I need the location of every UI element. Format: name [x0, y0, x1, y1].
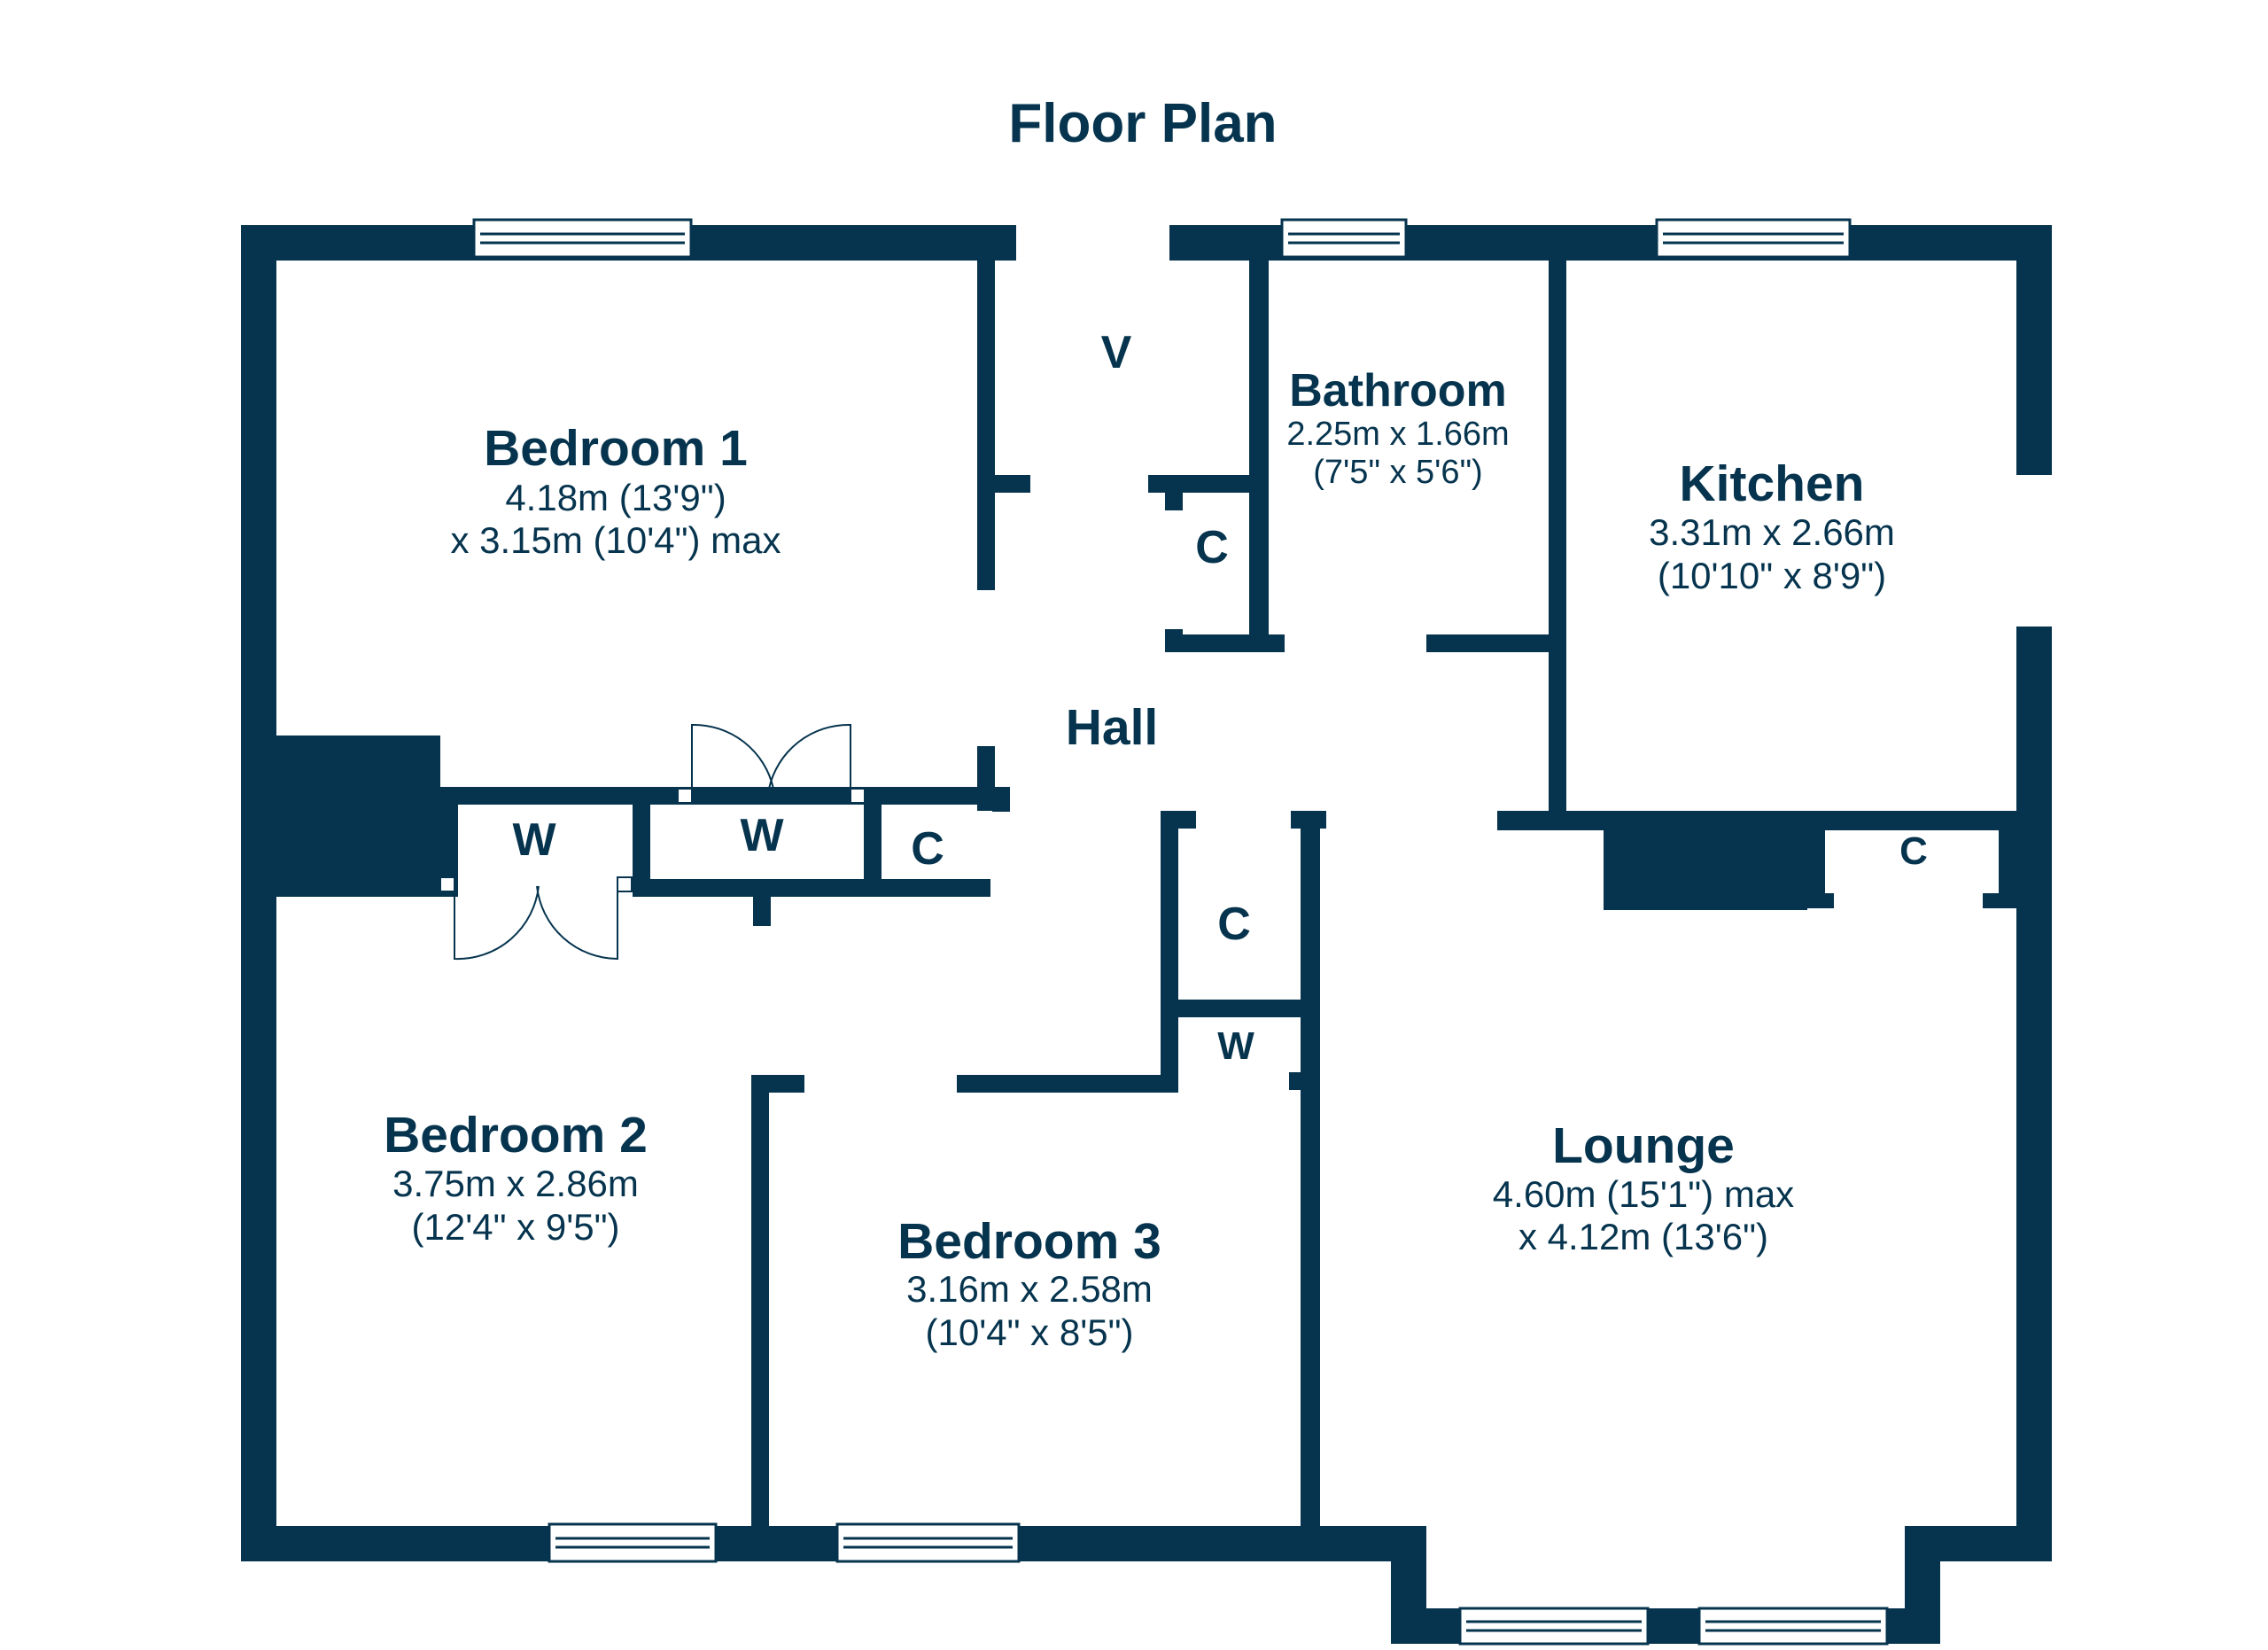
room-labels: Bedroom 1 4.18m (13'9") x 3.15m (10'4") … — [384, 365, 1895, 1353]
door-swings — [439, 723, 866, 961]
windows — [472, 218, 1889, 1646]
chimney-breast-left — [276, 735, 440, 897]
room-dim: 2.25m x 1.66m — [1286, 416, 1509, 453]
wall-cupboard-left-left — [864, 787, 882, 897]
room-name: Bedroom 3 — [897, 1213, 1161, 1270]
wall-wardrobe-divider — [633, 787, 650, 897]
wall-bed2-bed3 — [751, 1075, 769, 1527]
door-wardrobe-hall — [677, 723, 866, 804]
room-kitchen: Kitchen 3.31m x 2.66m (10'10" x 8'9") — [1649, 455, 1895, 596]
window-bed2 — [548, 1522, 718, 1563]
wardrobe-label: W — [512, 814, 556, 866]
room-hall: Hall — [1066, 699, 1159, 756]
wall-bed1-stub — [977, 475, 1030, 493]
room-dim: x 3.15m (10'4") max — [450, 519, 781, 561]
wall-kitchen-left — [1549, 261, 1566, 819]
window-kitchen — [1655, 218, 1852, 259]
wall-cupboard-left-top — [864, 787, 1010, 805]
wall-mid-cupboard-jamb — [1289, 1072, 1320, 1090]
room-name: Lounge — [1552, 1117, 1735, 1174]
window-lounge-left — [1458, 1607, 1650, 1646]
wall-right-upper — [2016, 225, 2052, 475]
cupboard-label: C — [1899, 829, 1928, 873]
wall-wardrobe-left — [440, 787, 458, 897]
room-dim: (7'5" x 5'6") — [1313, 454, 1482, 491]
wall-cupboard-bottom — [1165, 634, 1285, 652]
window-bed3 — [835, 1522, 1021, 1563]
wardrobe-label: W — [1217, 1024, 1254, 1068]
wall-right-lower — [2016, 627, 2052, 1561]
cupboard-label: C — [1217, 899, 1251, 950]
wall-bed3-top — [957, 1075, 1178, 1093]
walls — [241, 225, 2052, 1644]
wall-mid-cupboard-divider — [1161, 1000, 1320, 1017]
wall-cupboard-left-jamb — [992, 787, 1010, 812]
wall-kitchen-bottom — [1497, 811, 2016, 830]
room-name: Hall — [1066, 699, 1159, 756]
room-bathroom: Bathroom 2.25m x 1.66m (7'5" x 5'6") — [1286, 365, 1509, 491]
wall-bottom-right — [1905, 1526, 2052, 1561]
wall-hall-cupboards-bottom — [633, 879, 990, 897]
cupboard-labels: V C W W C C W C — [512, 327, 1927, 1068]
room-name: Kitchen — [1679, 455, 1864, 512]
room-dim: 3.16m x 2.58m — [906, 1268, 1153, 1310]
wall-bathroom-bottom — [1426, 634, 1557, 652]
room-dim: 3.75m x 2.86m — [392, 1163, 639, 1204]
chimney-breast-lounge — [1604, 829, 1807, 910]
wall-lounge-cupboard-jamb — [1807, 893, 1834, 908]
door-wardrobe-bed2 — [439, 876, 633, 961]
wall-lounge-left — [1301, 811, 1320, 1529]
cupboard-label: C — [1195, 522, 1229, 573]
wardrobe-label: W — [740, 810, 784, 861]
wall-bottom-left — [241, 1526, 1426, 1561]
room-bedroom-2: Bedroom 2 3.75m x 2.86m (12'4" x 9'5") — [384, 1107, 648, 1248]
window-lounge-right — [1697, 1607, 1889, 1646]
wall-left — [241, 225, 276, 1561]
room-bedroom-3: Bedroom 3 3.16m x 2.58m (10'4" x 8'5") — [897, 1213, 1161, 1353]
room-dim: (12'4" x 9'5") — [412, 1206, 620, 1248]
room-dim: 4.60m (15'1") max — [1493, 1173, 1794, 1215]
room-name: Bathroom — [1289, 365, 1507, 416]
window-bed1 — [472, 218, 693, 259]
cupboard-label: C — [911, 823, 944, 875]
room-bedroom-1: Bedroom 1 4.18m (13'9") x 3.15m (10'4") … — [450, 420, 781, 561]
wall-wardrobe-stub — [753, 891, 771, 926]
wall-bathroom-left — [1249, 261, 1269, 647]
room-lounge: Lounge 4.60m (15'1") max x 4.12m (13'6") — [1493, 1117, 1794, 1257]
room-dim: (10'4" x 8'5") — [926, 1311, 1134, 1353]
window-bathroom — [1280, 218, 1408, 259]
wall-mid-cupboard-left — [1161, 811, 1178, 1093]
room-name: Bedroom 1 — [484, 420, 748, 477]
vestibule-label: V — [1101, 327, 1132, 378]
room-dim: 4.18m (13'9") — [505, 477, 726, 518]
wall-lounge-cupboard-right — [1999, 829, 2016, 899]
wall-cupboard-jamb-top — [1165, 475, 1183, 510]
room-name: Bedroom 2 — [384, 1107, 648, 1164]
plan-title: Floor Plan — [1008, 93, 1277, 154]
room-dim: 3.31m x 2.66m — [1649, 511, 1895, 553]
room-dim: (10'10" x 8'9") — [1658, 555, 1886, 596]
wall-lounge-cupboard-left — [1807, 829, 1825, 908]
wall-bed1-right — [977, 261, 995, 590]
room-dim: x 4.12m (13'6") — [1518, 1216, 1768, 1257]
